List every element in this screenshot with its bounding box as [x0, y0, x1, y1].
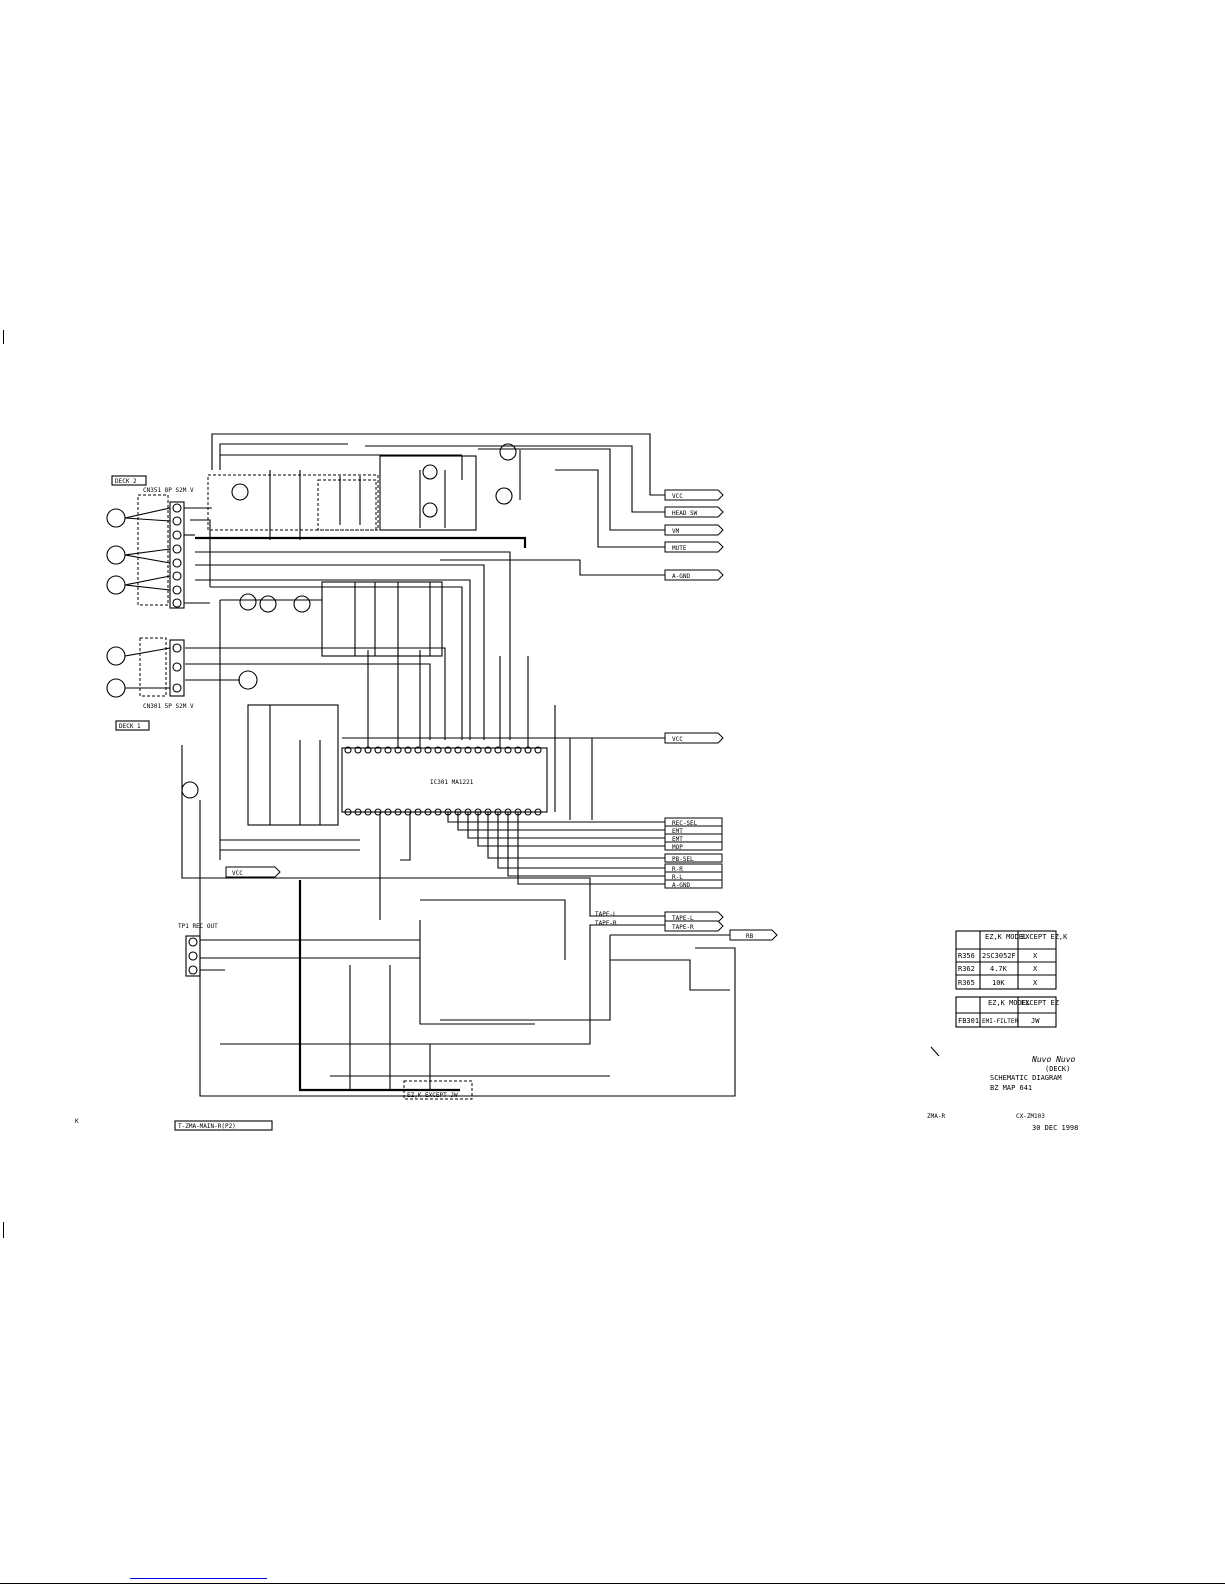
k-mark: K [75, 1118, 79, 1125]
model-left: ZMA-R [927, 1113, 945, 1120]
conn-mop: MOP [672, 844, 683, 851]
t2-r1c1: EMI-FILTER [982, 1018, 1019, 1025]
variant-table-1: EZ,K MODEL EXCEPT EZ,K R356 2SC3052F X R… [955, 930, 1068, 990]
t1-r1c0: R356 [958, 952, 975, 960]
conn-r-r: R-R [672, 866, 683, 873]
conn-a-gnd-2: A-GND [672, 882, 690, 889]
t2-h1: EZ,K MODEL [988, 999, 1030, 1007]
t2-r1c2: JW [1031, 1017, 1040, 1025]
margin-mark-bottom [3, 1222, 4, 1238]
cn351-connector [169, 501, 185, 609]
deck2-heads [106, 494, 212, 609]
rec-out-connector [185, 935, 201, 977]
deck-sub: (DECK) [1045, 1065, 1070, 1073]
t1-r1c1: 2SC3052F [982, 952, 1016, 960]
bottom-link-label: T-ZMA-MAIN-R(P2) [178, 1123, 236, 1130]
variant-table-2: EZ,K MODEL EXCEPT EZ FB301 EMI-FILTER JW [955, 996, 1059, 1028]
deck1-label: DECK 1 [119, 723, 141, 730]
schematic-title: SCHEMATIC DIAGRAM [990, 1074, 1062, 1082]
t2-r1c0: FB301 [958, 1017, 979, 1025]
conn-tape-r: TAPE-R [672, 924, 694, 931]
conn-rb: RB [746, 933, 754, 940]
conn-a-gnd: A-GND [672, 573, 690, 580]
tp1-label: TP1 REC OUT [178, 923, 218, 930]
t1-r1c2: X [1033, 952, 1038, 960]
tape-l-tag: TAPE-L [595, 911, 617, 918]
brand-logo: Nuvo Nuvo [1031, 1055, 1076, 1064]
t1-r2c0: R362 [958, 965, 975, 973]
ic301-label: IC301 MA1221 [430, 779, 474, 786]
cn301-connector [169, 639, 185, 697]
conn-tape-l: TAPE-L [672, 915, 694, 922]
deck-labels: DECK 2 DECK 1 CN351 8P S2M V CN301 5P S2… [75, 475, 458, 1131]
r-head-icon [106, 575, 126, 595]
deck1-heads [106, 637, 258, 698]
deck2-label: DECK 2 [115, 478, 137, 485]
margin-mark-top [3, 330, 4, 344]
t1-r2c2: X [1033, 965, 1038, 973]
conn-head-sw: HEAD SW [672, 510, 698, 517]
q355-transistor-icon [238, 670, 258, 690]
conn-vm: VM [672, 528, 680, 535]
ground-note: EZ,K EXCEPT JW [407, 1092, 458, 1099]
l-head-icon [106, 545, 126, 565]
signal-connectors [225, 489, 778, 941]
t1-r3c1: 10K [992, 979, 1005, 987]
signal-connector-labels: VCC HEAD SW VM MUTE A-GND VCC REC-SEL EM… [232, 493, 754, 940]
conn-vcc: VCC [672, 493, 683, 500]
conn-r-l: R-L [672, 874, 683, 881]
model-right: CX-ZM103 [1016, 1113, 1045, 1120]
cn301-label: CN301 5P S2M V [143, 703, 194, 710]
transistors [181, 443, 517, 799]
erase-head-icon [106, 508, 126, 528]
t1-r2c1: 4.7K [990, 965, 1008, 973]
l-head1-icon [106, 646, 126, 666]
tape-r-tag: TAPE-R [595, 920, 617, 927]
cn351-label: CN351 8P S2M V [143, 487, 194, 494]
t1-r3c0: R365 [958, 979, 975, 987]
title-block: Nuvo Nuvo (DECK) SCHEMATIC DIAGRAM BZ MA… [927, 1046, 1078, 1132]
footer-link[interactable] [130, 1578, 267, 1579]
r-head1-icon [106, 678, 126, 698]
t1-r3c2: X [1033, 979, 1038, 987]
t1-h1: EZ,K MODEL [985, 933, 1027, 941]
conn-mute: MUTE [672, 545, 687, 552]
date: 30 DEC 1998 [1032, 1124, 1078, 1132]
conn-emt-2: EMT [672, 836, 683, 843]
page-bottom-rule [0, 1583, 1225, 1584]
map-label: BZ MAP 641 [990, 1084, 1032, 1092]
t1-h2: EXCEPT EZ,K [1021, 933, 1068, 941]
conn-vcc-left: VCC [232, 870, 243, 877]
conn-pb-sel: PB-SEL [672, 856, 694, 863]
conn-rec-sel: REC-SEL [672, 820, 698, 827]
conn-vcc-2: VCC [672, 736, 683, 743]
t2-h2: EXCEPT EZ [1021, 999, 1059, 1007]
conn-emt: EMT [672, 828, 683, 835]
